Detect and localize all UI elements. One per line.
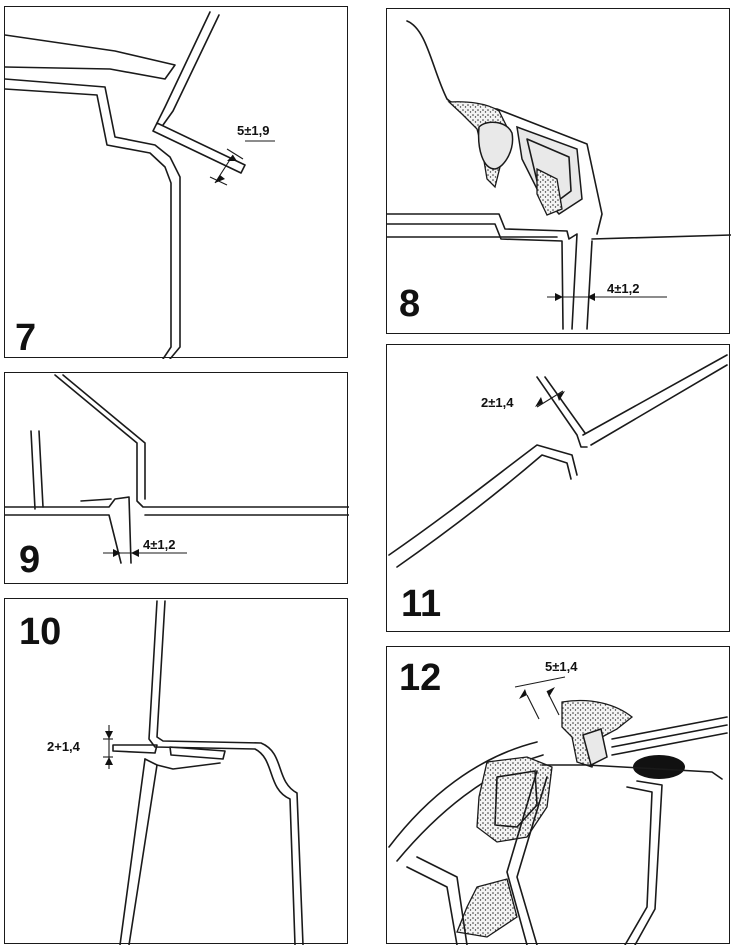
panel-7-number: 7: [15, 317, 37, 359]
panel-9-number: 9: [19, 539, 41, 581]
panel-9-drawing: 4±1,2: [5, 374, 349, 564]
panel-11-drawing: 2±1,4: [388, 354, 728, 568]
panel-9-dimension: 4±1,2: [143, 537, 175, 552]
panel-11-dimension: 2±1,4: [481, 395, 514, 410]
detail-panel-10: 2+1,4 10: [4, 598, 348, 945]
spacer-icon: [633, 755, 685, 779]
panel-12-dimension: 5±1,4: [545, 659, 578, 674]
panel-10-dimension: 2+1,4: [47, 739, 81, 754]
panel-8-number: 8: [399, 283, 421, 325]
detail-panel-11: 2±1,4 11: [386, 344, 730, 632]
detail-panel-12: 5±1,4 12: [386, 646, 730, 945]
panel-7-drawing: [5, 11, 275, 359]
panel-10-number: 10: [19, 611, 62, 653]
detail-panel-7: 5±1,9 7: [4, 6, 348, 359]
detail-panel-8: 4±1,2 8: [386, 8, 731, 334]
panel-12-number: 12: [399, 657, 442, 699]
panel-12-drawing: 5±1,4: [388, 659, 728, 945]
detail-panel-9: 4±1,2 9: [4, 372, 349, 584]
panel-10-drawing: 2+1,4: [47, 600, 304, 945]
panel-8-dimension: 4±1,2: [607, 281, 639, 296]
panel-11-number: 11: [401, 583, 442, 625]
panel-8-drawing: 4±1,2: [387, 20, 731, 330]
